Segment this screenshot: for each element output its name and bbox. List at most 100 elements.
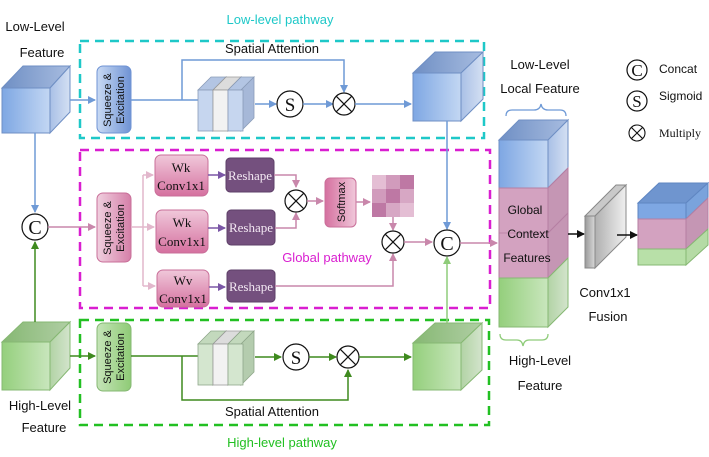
legend-concat-label: Concat <box>659 62 698 76</box>
attention-matrix-cell <box>400 203 414 217</box>
wv-label-1: Wv <box>174 273 193 288</box>
left-concat-node: C <box>21 213 49 241</box>
fusion-label-2: Fusion <box>588 309 627 324</box>
global-se-label-2: Excitation <box>115 204 127 252</box>
low-pathway-label: Low-level pathway <box>227 12 334 27</box>
fusion-conv-plate <box>583 183 628 270</box>
wk-conv-block-2: Wk Conv1x1 <box>155 209 209 254</box>
attention-matrix-cell <box>372 203 386 217</box>
legend-item-multiply: Multiply <box>628 124 701 142</box>
low-multiply-node <box>332 92 356 116</box>
low-output-cube <box>411 50 485 123</box>
global-pathway-box <box>78 148 492 310</box>
fusion-label-1: Conv1x1 <box>579 285 630 300</box>
low-local-brace <box>505 103 567 117</box>
attention-matrix-cell <box>386 175 400 189</box>
reshape-block-3: Reshape <box>226 269 276 303</box>
attention-matrix-cell <box>400 175 414 189</box>
attention-matrix-cell <box>372 175 386 189</box>
reshape-1-label: Reshape <box>228 168 272 183</box>
legend-item-concat: C Concat <box>626 59 698 81</box>
fused-feature-stack <box>497 118 570 329</box>
high-se-block: Squeeze & Excitation <box>96 322 132 392</box>
legend-multiply-label: Multiply <box>659 126 701 140</box>
high-multiply-node <box>336 345 360 369</box>
high-output-cube <box>411 321 484 392</box>
high-level-feature-cube <box>0 320 72 392</box>
stack-high-label-2: Feature <box>518 378 563 393</box>
stack-low-level-segment <box>498 139 549 189</box>
reshape-block-1: Reshape <box>225 157 275 193</box>
low-se-label-1: Squeeze & <box>102 72 114 126</box>
reshape-3-label: Reshape <box>229 279 273 294</box>
output-fused-cube <box>636 181 709 267</box>
stack-global-label-3: Features <box>503 251 550 265</box>
wk2-label-1: Wk <box>173 215 192 230</box>
high-spatial-attention-label: Spatial Attention <box>225 404 319 419</box>
high-pathway-label: High-level pathway <box>227 435 337 450</box>
wk2-label-2: Conv1x1 <box>158 234 206 249</box>
global-multiply-node-2 <box>381 230 405 254</box>
global-se-label-1: Squeeze & <box>102 200 114 254</box>
low-level-feature-label-1: Low-Level <box>5 19 64 34</box>
wv-conv-block: Wv Conv1x1 <box>156 269 210 308</box>
low-level-pathway-box <box>78 39 486 140</box>
wv-label-2: Conv1x1 <box>159 291 207 306</box>
high-level-feature-label-2: Feature <box>22 420 67 435</box>
low-feature-stack <box>197 76 255 132</box>
multiply-icon <box>628 124 646 142</box>
concat-icon <box>626 59 648 81</box>
high-se-label-1: Squeeze & <box>102 329 114 383</box>
right-concat-symbol: C <box>440 233 453 255</box>
svg-text:C: C <box>631 61 642 80</box>
attention-matrix-cell <box>372 189 386 203</box>
global-multiply-node-1 <box>284 189 308 213</box>
legend-item-sigmoid: S Sigmoid <box>626 89 702 112</box>
softmax-block: Softmax <box>324 177 357 228</box>
stack-global-label-1: Global <box>508 203 543 217</box>
attention-matrix-cell <box>386 203 400 217</box>
low-level-feature-cube <box>0 64 72 135</box>
low-level-feature-label-2: Feature <box>20 45 65 60</box>
stack-high-level-segment <box>498 277 549 328</box>
legend: C Concat S Sigmoid Multiply <box>626 59 702 142</box>
low-sigmoid-node: S <box>276 90 304 118</box>
wk-conv-block-1: Wk Conv1x1 <box>154 154 209 197</box>
softmax-label: Softmax <box>336 181 348 222</box>
attention-matrix-cell <box>386 189 400 203</box>
stack-high-label-1: High-Level <box>509 353 571 368</box>
attention-matrix-cell <box>400 189 414 203</box>
reshape1-to-multiply-arrow <box>274 174 300 188</box>
low-se-label-2: Excitation <box>115 76 127 124</box>
left-concat-symbol: C <box>28 217 41 239</box>
attention-matrix <box>372 175 414 217</box>
high-level-pathway-box <box>78 318 491 427</box>
stack-low-label-1: Low-Level <box>510 57 569 72</box>
high-se-label-2: Excitation <box>115 333 127 381</box>
reshape-block-2: Reshape <box>226 209 276 246</box>
legend-sigmoid-label: Sigmoid <box>659 89 702 103</box>
high-level-brace <box>499 333 549 347</box>
wk1-label-1: Wk <box>172 160 191 175</box>
low-se-block: Squeeze & Excitation <box>96 65 132 134</box>
high-sigmoid-symbol: S <box>291 348 302 369</box>
reshape3-to-multiply-arrow <box>275 253 397 287</box>
wk1-label-2: Conv1x1 <box>157 178 205 193</box>
global-se-block: Squeeze & Excitation <box>96 192 132 263</box>
high-spatial-skip-line <box>181 356 352 401</box>
reshape-2-label: Reshape <box>229 220 273 235</box>
high-sigmoid-node: S <box>282 343 310 371</box>
svg-text:S: S <box>632 92 641 111</box>
reshape2-to-multiply-arrow <box>275 212 300 229</box>
high-level-feature-label-1: High-Level <box>9 398 71 413</box>
stack-low-label-2: Local Feature <box>500 81 580 96</box>
global-pathway-label: Global pathway <box>282 250 372 265</box>
low-sigmoid-symbol: S <box>285 95 296 116</box>
global-se-branch-lines <box>131 175 144 286</box>
sigmoid-icon <box>626 90 648 112</box>
low-spatial-attention-label: Spatial Attention <box>225 41 319 56</box>
stack-global-label-2: Context <box>507 227 549 241</box>
right-concat-node: C <box>433 229 461 257</box>
low-spatial-skip-line <box>181 59 348 100</box>
